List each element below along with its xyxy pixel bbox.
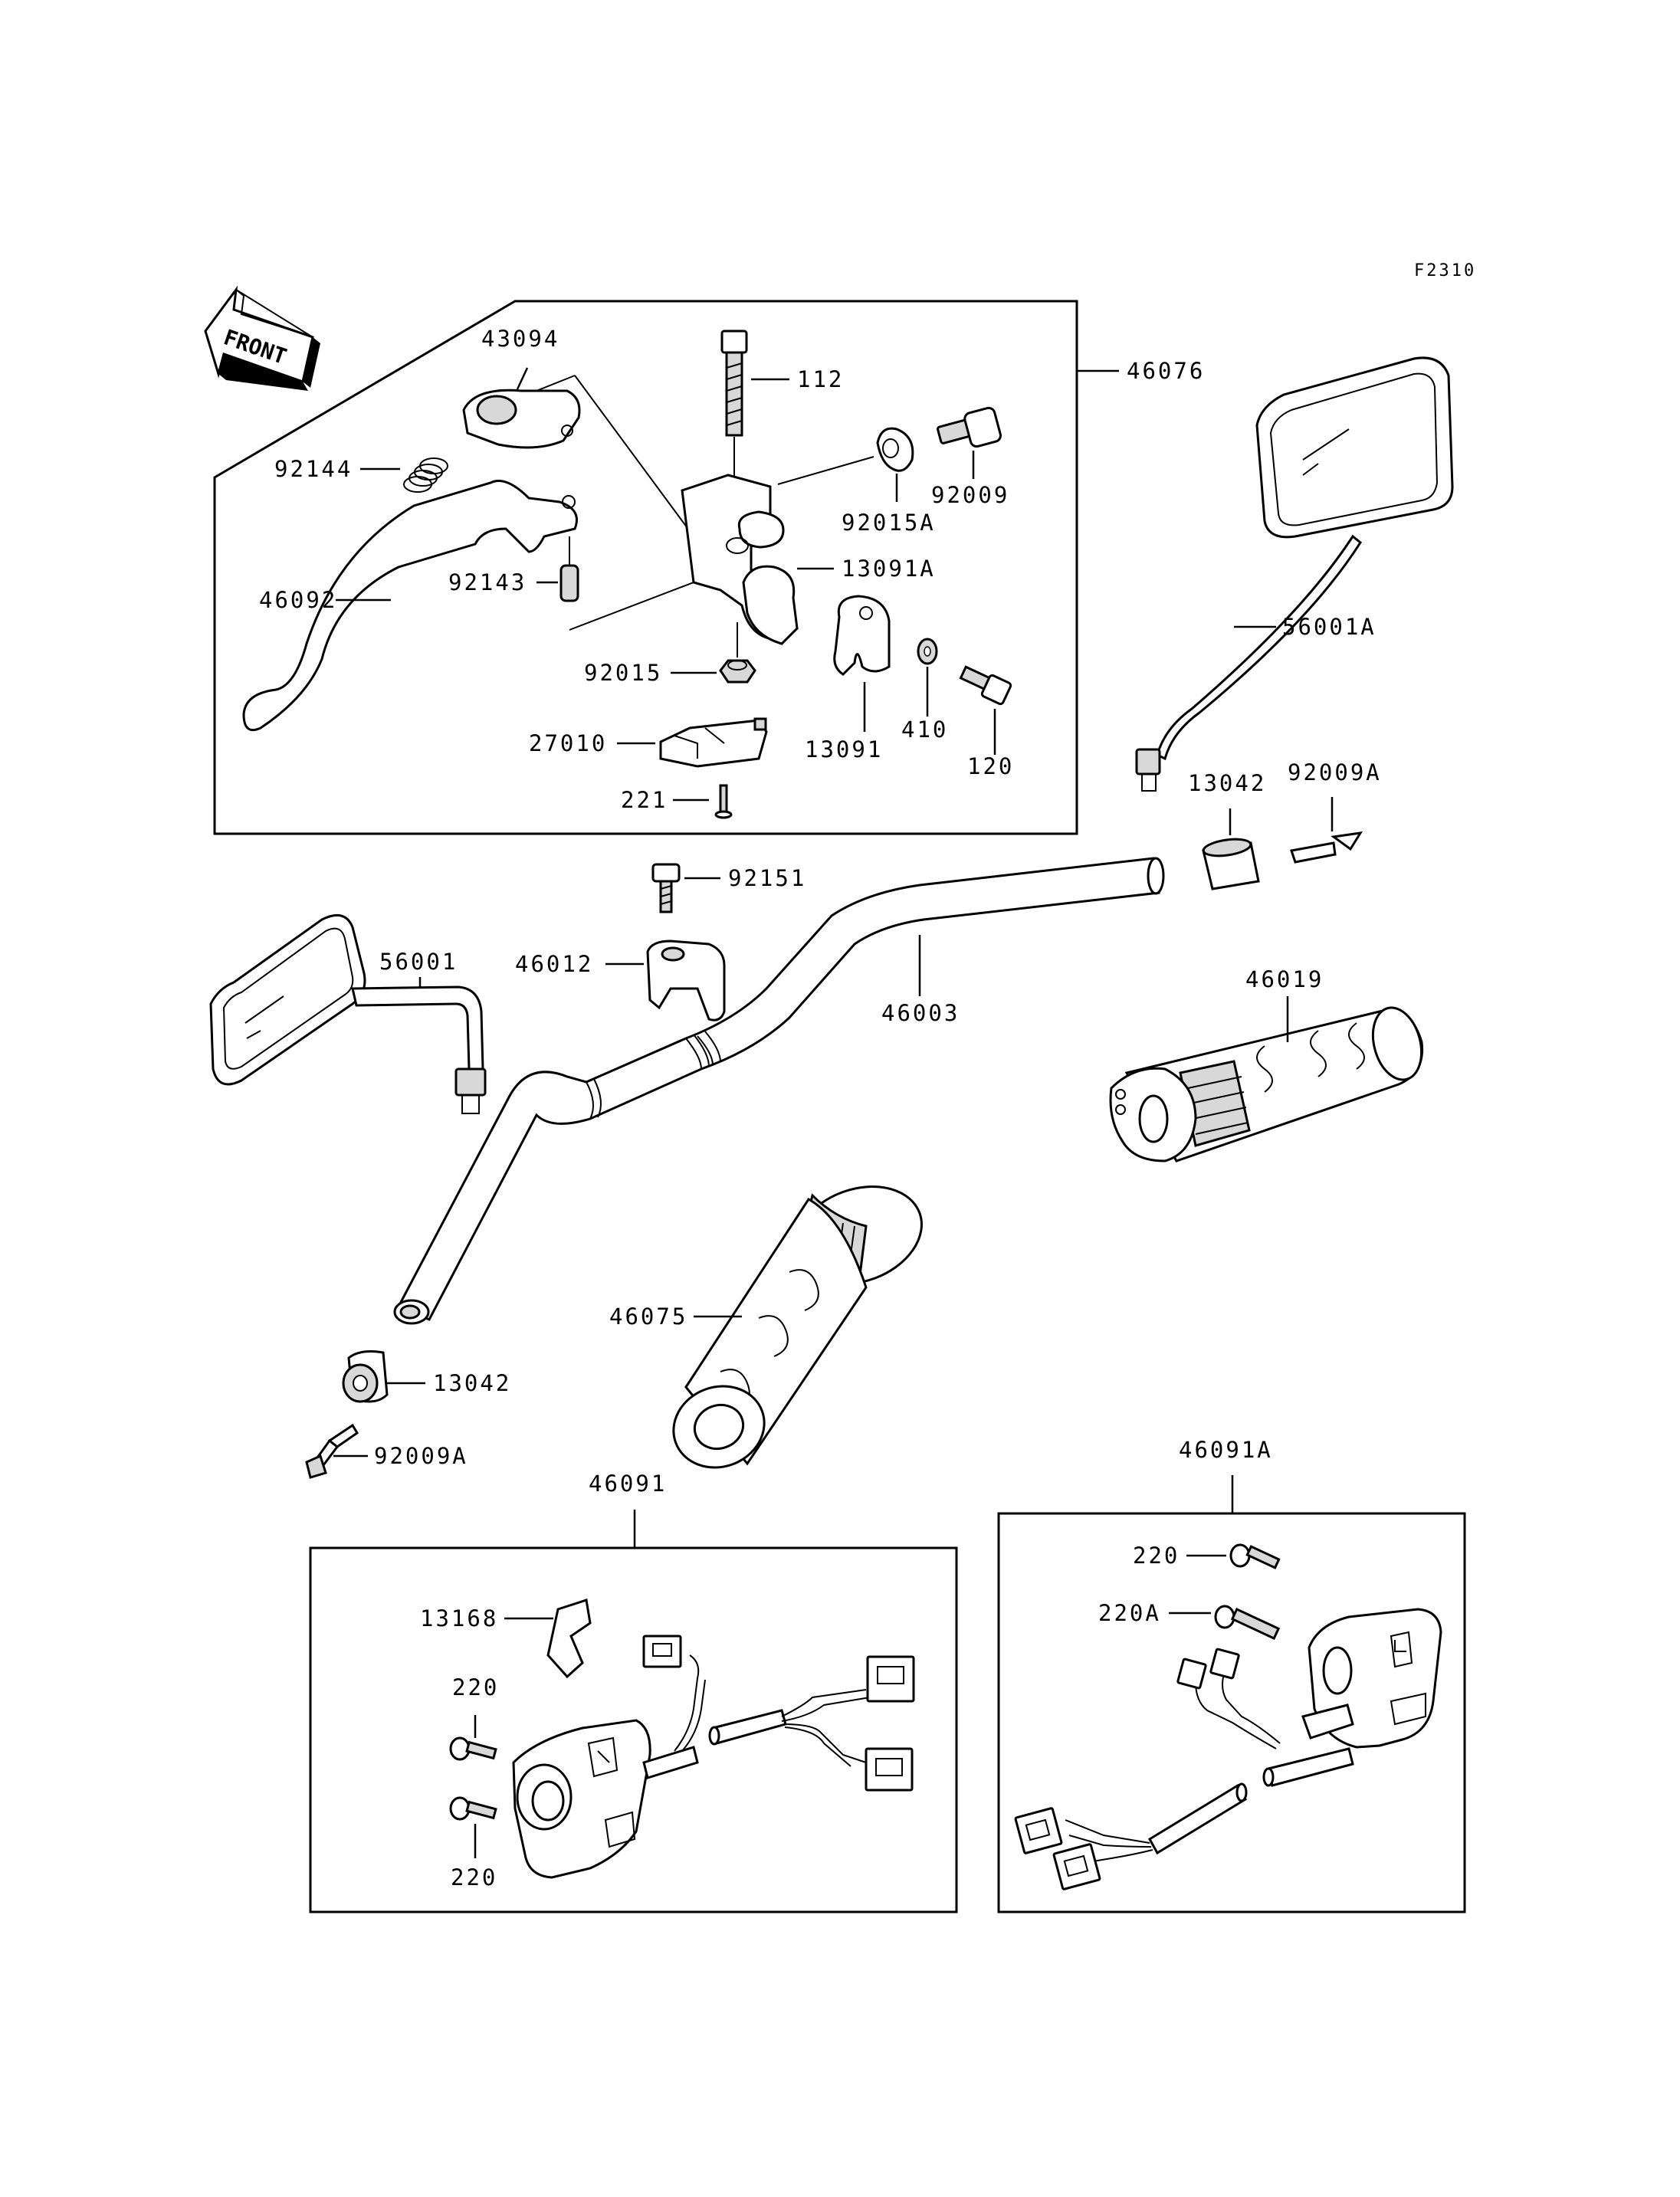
- screw-92009A-bottom: [305, 1423, 359, 1479]
- bar-end-13042-top: [1202, 838, 1260, 890]
- bolt-120: [959, 665, 1012, 706]
- screw-220A: [1214, 1605, 1281, 1641]
- label-46091A: 46091A: [1179, 1437, 1273, 1463]
- bolt-112: [720, 330, 748, 437]
- screw-220-upper: [449, 1736, 497, 1761]
- label-13168: 13168: [420, 1605, 498, 1631]
- clip-13168: [546, 1599, 592, 1679]
- screw-220-right: [1229, 1543, 1281, 1569]
- label-13091: 13091: [805, 736, 883, 762]
- screw-92009: [937, 406, 1002, 448]
- figure-code: F2310: [1414, 261, 1476, 280]
- label-92015A: 92015A: [842, 510, 936, 536]
- switch-27010: [659, 717, 768, 768]
- label-120: 120: [967, 753, 1014, 779]
- adjuster-43094: [462, 389, 581, 449]
- screw-220-lower: [449, 1796, 497, 1821]
- label-92151: 92151: [728, 865, 806, 891]
- nut-92015A: [876, 427, 914, 472]
- grip-46019: [1109, 1006, 1424, 1162]
- bar-end-13042-bottom: [342, 1350, 389, 1403]
- label-46012: 46012: [515, 951, 593, 977]
- label-92144: 92144: [274, 456, 353, 482]
- label-27010: 27010: [529, 730, 607, 756]
- label-46091: 46091: [589, 1471, 667, 1497]
- switch-box-46091: [309, 1546, 958, 1913]
- holder-46012: [646, 939, 726, 1021]
- label-13091A: 13091A: [842, 556, 936, 582]
- label-13042-bottom: 13042: [433, 1370, 511, 1396]
- screw-221: [714, 784, 733, 819]
- lever-assembly-box: [213, 300, 1078, 835]
- screw-92009A-top: [1290, 831, 1363, 864]
- grip-46075: [672, 1185, 923, 1469]
- bolt-92151: [651, 863, 681, 913]
- label-92143: 92143: [448, 569, 527, 595]
- clamp-13091: [833, 595, 891, 676]
- handlebar-46003: [393, 857, 1165, 1325]
- label-92009: 92009: [931, 482, 1009, 508]
- label-92009A-bottom: 92009A: [374, 1443, 468, 1469]
- label-46003: 46003: [881, 1000, 960, 1026]
- label-92015: 92015: [584, 660, 662, 686]
- label-92009A-top: 92009A: [1288, 759, 1382, 785]
- label-56001: 56001: [379, 949, 458, 975]
- label-112: 112: [797, 366, 844, 392]
- spring-92144: [403, 457, 448, 493]
- label-46019: 46019: [1245, 966, 1324, 992]
- right-switch-wiring: [1014, 1648, 1354, 1890]
- label-43094: 43094: [481, 326, 559, 352]
- label-46092: 46092: [259, 587, 337, 613]
- left-switch-housing: [512, 1719, 699, 1879]
- lever-holder-13091A: [681, 474, 799, 645]
- right-switch-housing: [1301, 1608, 1442, 1749]
- label-220-lower: 220: [451, 1864, 497, 1890]
- clutch-lever-46092: [242, 480, 578, 732]
- left-switch-wiring: [642, 1635, 915, 1792]
- front-arrow-icon: FRONT: [204, 285, 320, 391]
- label-221: 221: [621, 787, 668, 813]
- washer-410: [917, 638, 938, 665]
- nut-92015: [719, 659, 756, 684]
- label-220-right: 220: [1133, 1543, 1180, 1569]
- label-220A: 220A: [1098, 1600, 1161, 1626]
- label-56001A: 56001A: [1282, 614, 1376, 640]
- label-46076: 46076: [1127, 358, 1205, 384]
- label-13042-top: 13042: [1188, 770, 1266, 796]
- mirror-56001: [209, 913, 487, 1114]
- collar-92143: [559, 536, 579, 602]
- label-220-upper: 220: [452, 1674, 499, 1700]
- label-410: 410: [901, 716, 948, 743]
- mirror-56001A: [1135, 356, 1454, 792]
- label-46075: 46075: [609, 1303, 687, 1330]
